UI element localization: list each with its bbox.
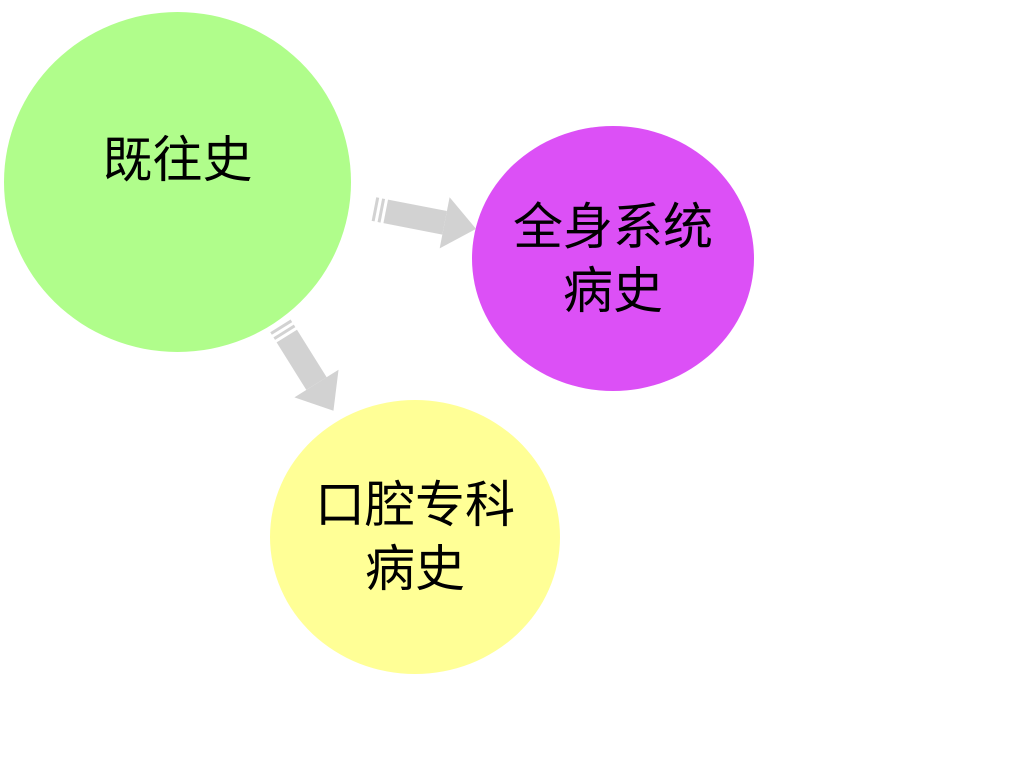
node-oral-history-label: 口腔专科 病史 [315,476,515,598]
arrow-history-to-systemic [371,197,477,249]
node-history-label: 既往史 [102,131,253,189]
arrow-stripe [377,198,386,223]
node-history: 既往史 [4,12,351,352]
arrow-shaft [276,329,327,390]
arrow-history-to-oral [270,319,339,411]
arrow-stripe [273,324,296,340]
arrow-shaft [383,199,447,235]
node-systemic-history: 全身系统 病史 [472,126,754,391]
arrow-stripe [371,197,380,222]
node-oral-history: 口腔专科 病史 [270,400,560,674]
node-systemic-history-label: 全身系统 病史 [513,197,713,320]
